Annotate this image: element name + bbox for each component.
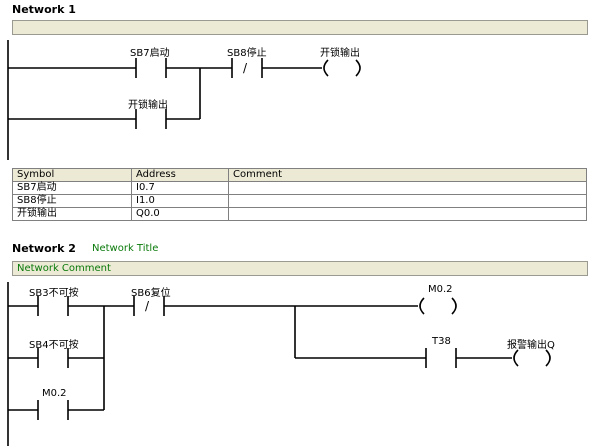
nc-slash: / (145, 299, 150, 313)
table-row[interactable]: 开锁输出 Q0.0 (12, 207, 587, 221)
symbol-cell: SB7启动 (12, 181, 132, 195)
contact-unlock-output-label[interactable]: 开锁输出 (128, 100, 168, 111)
comment-header: Comment (228, 168, 587, 182)
contact-sb4-label[interactable]: SB4不可按 (29, 340, 79, 351)
network-2-title: Network 2 (12, 242, 76, 255)
symbol-header: Symbol (12, 168, 132, 182)
network-2-subtitle[interactable]: Network Title (92, 243, 159, 254)
contact-sb6-label[interactable]: SB6复位 (131, 288, 171, 299)
contact-t38-label[interactable]: T38 (432, 336, 451, 347)
contact-sb3-label[interactable]: SB3不可按 (29, 288, 79, 299)
coil-m02-label[interactable]: M0.2 (428, 284, 453, 295)
symbol-table: Symbol Address Comment SB7启动 I0.7 SB8停止 … (12, 168, 587, 221)
coil-alarm-output-label[interactable]: 报警输出Q (507, 340, 555, 351)
address-cell: I0.7 (131, 181, 229, 195)
symbol-cell: 开锁输出 (12, 207, 132, 221)
contact-sb7-label[interactable]: SB7启动 (130, 48, 170, 59)
table-row[interactable]: SB7启动 I0.7 (12, 181, 587, 195)
contact-m02-label[interactable]: M0.2 (42, 388, 67, 399)
network-1-comment-bar[interactable] (12, 20, 588, 35)
address-cell: Q0.0 (131, 207, 229, 221)
table-row[interactable]: SB8停止 I1.0 (12, 194, 587, 208)
address-cell: I1.0 (131, 194, 229, 208)
symbol-cell: SB8停止 (12, 194, 132, 208)
nc-slash: / (243, 61, 248, 75)
comment-cell (228, 207, 587, 221)
comment-cell (228, 194, 587, 208)
address-header: Address (131, 168, 229, 182)
comment-cell (228, 181, 587, 195)
network-2-comment-bar[interactable]: Network Comment (12, 261, 588, 276)
network-1-title: Network 1 (12, 3, 76, 16)
coil-unlock-output-label[interactable]: 开锁输出 (320, 48, 360, 59)
contact-sb8-label[interactable]: SB8停止 (227, 48, 267, 59)
